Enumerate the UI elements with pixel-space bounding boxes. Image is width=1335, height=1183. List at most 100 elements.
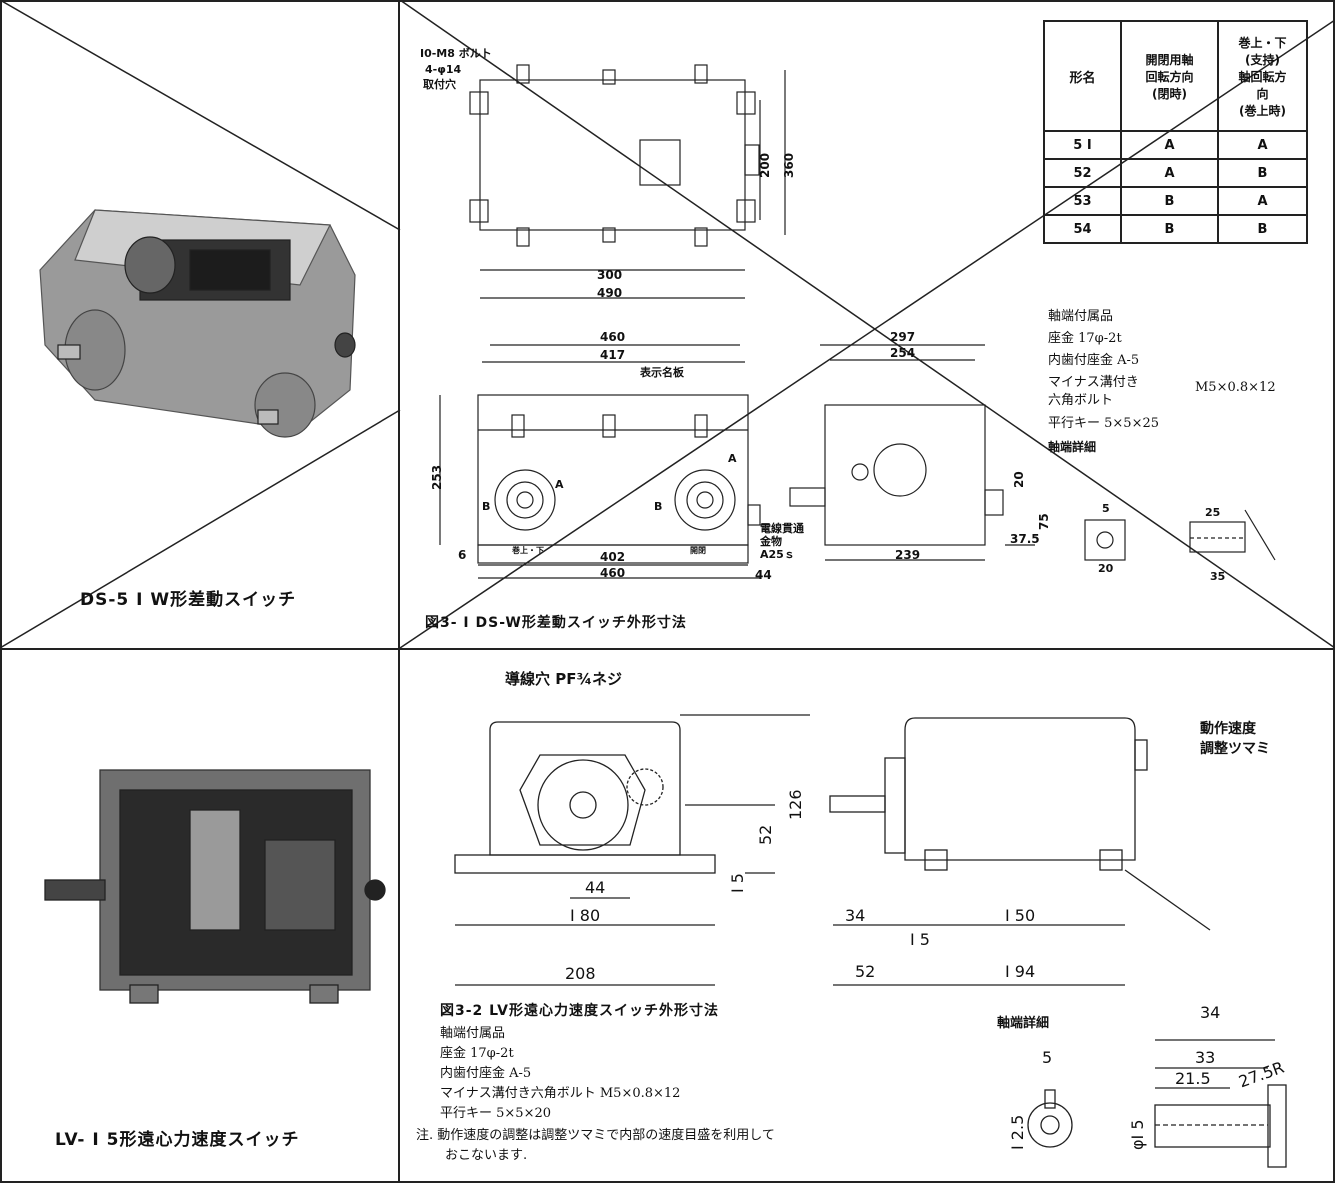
dim-490: 490 (597, 286, 623, 300)
lv15-photo-caption: LV- I 5形遠心力速度スイッチ (55, 1130, 300, 1150)
top-shaft-detail-title: 軸端詳細 (1048, 440, 1097, 454)
lv-shaft-detail (1027, 1039, 1287, 1168)
table-cell: A (1217, 186, 1308, 216)
table-cell: A (1120, 130, 1219, 160)
model-table: 形名 開閉用軸 回転方向 (閉時) 巻上・下 (支持) 軸回転方 向 (巻上時)… (1043, 20, 1308, 244)
lv-dim-44: 44 (585, 878, 606, 897)
bottom-label-hoist: 巻上・下 (512, 546, 544, 555)
lv-dim-208: 208 (565, 964, 596, 983)
lv-side-dim-150: I 50 (1005, 906, 1036, 925)
dim-44: 44 (755, 568, 772, 582)
cross-line (0, 0, 401, 231)
lv-dim-15: I 5 (728, 873, 747, 893)
lv-shaft-dim-15: φI 5 (1128, 1119, 1147, 1150)
cross-line (0, 409, 401, 649)
plan-hole-label: 4-φ14 (425, 63, 462, 76)
lv15-photo (44, 769, 386, 1004)
dim-6: 6 (458, 548, 467, 562)
lv-side-dim-15: I 5 (910, 930, 930, 949)
top-shaft-note-3a: マイナス溝付き (1048, 375, 1139, 390)
table-header-open-close: 開閉用軸 回転方向 (閉時) (1120, 20, 1219, 132)
table-row: 53 B A (1043, 186, 1308, 216)
conduit-label-3: A25ｓ (760, 548, 795, 561)
bottom-label-open: 開閉 (690, 546, 706, 555)
table-row: 52 A B (1043, 158, 1308, 188)
bottom-note-1: 注. 動作速度の調整は調整ツマミで内部の速度目盛を利用して (416, 1128, 775, 1143)
bottom-shaft-note-3: マイナス溝付き六角ボルト M5×0.8×12 (440, 1086, 681, 1101)
table-cell: A (1217, 130, 1308, 160)
shaft-detail-top (1084, 509, 1276, 561)
lv-dim-126: 126 (786, 789, 805, 820)
lv-shaft-dim-5: 5 (1042, 1048, 1053, 1067)
dir-a-right: A (728, 452, 737, 465)
table-cell: B (1120, 186, 1219, 216)
conduit-label: 電線貫通 (760, 522, 804, 535)
knob-label-2: 調整ツマミ (1200, 741, 1270, 757)
nameplate-label: 表示名板 (640, 366, 684, 379)
knob-label-1: 動作速度 (1200, 721, 1256, 737)
dir-b-left: B (482, 500, 491, 513)
lv-side-dim-194: I 94 (1005, 962, 1036, 981)
dim-460-bottom: 460 (600, 566, 626, 580)
table-cell: 54 (1043, 214, 1122, 244)
top-shaft-note-3c: M5×0.8×12 (1195, 380, 1276, 395)
dir-a-left: A (555, 478, 564, 491)
table-cell: B (1120, 214, 1219, 244)
shaft-dim-5: 5 (1102, 502, 1110, 515)
plan-view (469, 64, 786, 299)
top-shaft-note-4: 平行キー 5×5×25 (1048, 416, 1160, 431)
side-view (789, 344, 1035, 561)
dim-360: 360 (782, 152, 796, 178)
dim-253: 253 (430, 464, 444, 490)
lv-dim-52: 52 (756, 824, 775, 845)
lv-shaft-detail-title: 軸端詳細 (997, 1016, 1050, 1031)
dim-200: 200 (758, 152, 772, 178)
top-shaft-note-3b: 六角ボルト (1048, 393, 1114, 408)
dim-75: 75 (1037, 513, 1051, 530)
ds51w-photo-caption: DS-5 I W形差動スイッチ (80, 590, 297, 610)
top-shaft-notes-title: 軸端付属品 (1048, 309, 1114, 324)
dir-b-right: B (654, 500, 663, 513)
plan-hole-label-2: 取付穴 (423, 78, 456, 91)
dim-417: 417 (600, 348, 626, 362)
bottom-figure-caption: 図3-2 LV形遠心力速度スイッチ外形寸法 (440, 1003, 719, 1019)
lv-shaft-dim-12-5: I 2.5 (1008, 1114, 1027, 1150)
lv-shaft-dim-33: 33 (1195, 1048, 1216, 1067)
dim-297: 297 (890, 330, 916, 344)
shaft-dim-25: 25 (1205, 506, 1221, 519)
shaft-dim-20: 20 (1098, 562, 1114, 575)
shaft-dim-35: 35 (1210, 570, 1226, 583)
table-header-hoist: 巻上・下 (支持) 軸回転方 向 (巻上時) (1217, 20, 1308, 132)
lv-side-view (829, 717, 1211, 986)
table-cell: 53 (1043, 186, 1122, 216)
table-row: 5 I A A (1043, 130, 1308, 160)
cross-line (399, 0, 1335, 649)
dim-37-5: 37.5 (1010, 532, 1040, 546)
lv-side-dim-52: 52 (855, 962, 876, 981)
lv-side-dim-34: 34 (845, 906, 866, 925)
table-header-model: 形名 (1043, 20, 1122, 132)
top-shaft-note-2: 内歯付座金 A-5 (1048, 353, 1140, 368)
dim-300: 300 (597, 268, 623, 282)
top-shaft-note-1: 座金 17φ-2t (1048, 331, 1122, 346)
front-view (439, 344, 761, 579)
dim-239: 239 (895, 548, 921, 562)
table-cell: 5 I (1043, 130, 1122, 160)
ds51w-photo (39, 209, 356, 438)
lv-dim-180: I 80 (570, 906, 601, 925)
bottom-shaft-note-1: 座金 17φ-2t (440, 1046, 514, 1061)
dim-20: 20 (1012, 471, 1026, 488)
lv-shaft-dim-21-5: 21.5 (1175, 1069, 1211, 1088)
table-cell: A (1120, 158, 1219, 188)
lv-shaft-dim-34: 34 (1200, 1003, 1221, 1022)
dim-402: 402 (600, 550, 626, 564)
top-figure-caption: 図3- I DS-W形差動スイッチ外形寸法 (425, 615, 687, 631)
bottom-shaft-notes-title: 軸端付属品 (440, 1026, 506, 1041)
plan-bolt-label: I0-M8 ボルト (420, 47, 492, 60)
table-row: 54 B B (1043, 214, 1308, 244)
table-cell: 52 (1043, 158, 1122, 188)
table-cell: B (1217, 214, 1308, 244)
bottom-shaft-note-2: 内歯付座金 A-5 (440, 1066, 532, 1081)
